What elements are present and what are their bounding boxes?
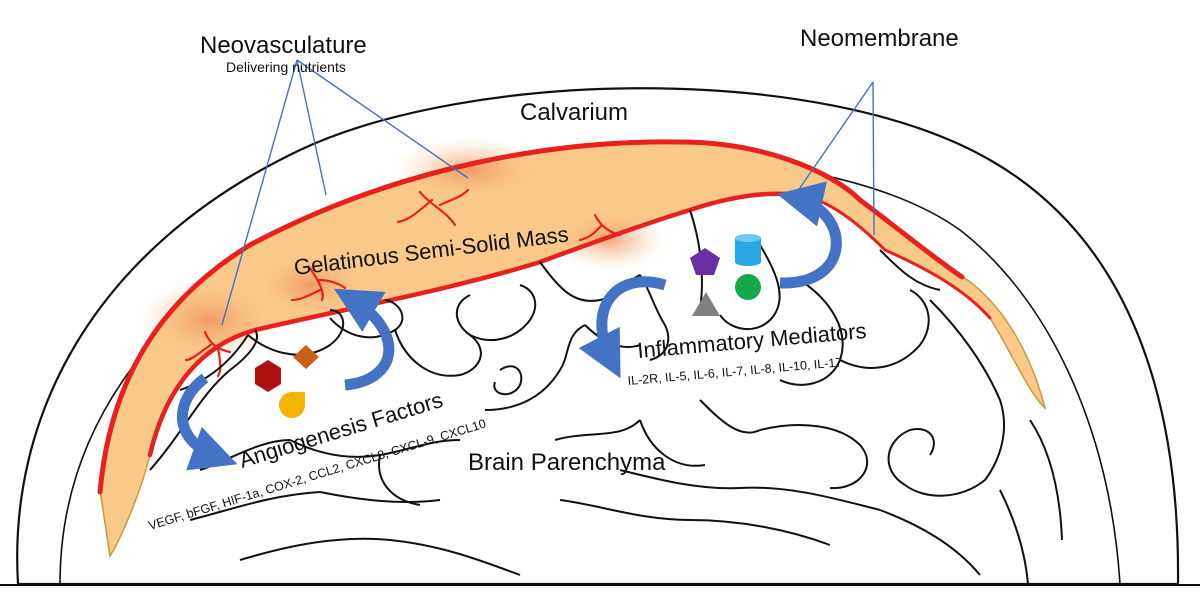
pointer-lines	[221, 59, 875, 326]
drop-icon	[279, 392, 305, 418]
brain-parenchyma-label: Brain Parenchyma	[468, 449, 666, 476]
pentagon-icon	[690, 248, 720, 275]
inner-vessel	[147, 191, 803, 458]
glow-right	[555, 210, 665, 270]
triangle-icon	[692, 292, 720, 316]
brain-gyri	[149, 209, 1063, 585]
neovasculature-label: Neovasculature	[200, 32, 367, 59]
angio-arrow-right	[334, 288, 395, 391]
inner-vessel-right	[798, 193, 992, 320]
inflam-arrow-right	[776, 181, 842, 289]
cylinder-icon	[735, 234, 761, 266]
hexagon-icon	[255, 360, 281, 392]
angio-arrow-left	[177, 373, 238, 471]
flow-arrows	[177, 181, 842, 471]
glow-top	[395, 138, 545, 202]
neovasculature-sub-label: Delivering nutrients	[226, 59, 346, 75]
vessel-branches	[184, 188, 622, 378]
diamond-icon	[293, 345, 319, 369]
outer-vessel	[97, 139, 965, 495]
neomembrane-label: Neomembrane	[800, 25, 959, 52]
calvarium-label: Calvarium	[520, 99, 628, 126]
circle-icon	[735, 274, 761, 300]
inflam-arrow-left	[578, 276, 667, 379]
